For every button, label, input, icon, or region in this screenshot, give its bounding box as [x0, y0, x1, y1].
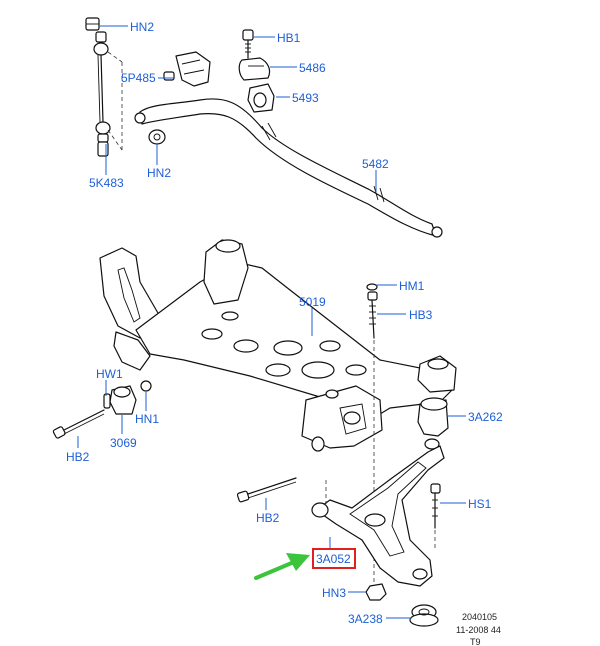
bolt-hs1-drawing	[430, 483, 441, 548]
lower-arm-drawing	[311, 445, 445, 587]
label-5k483: 5K483	[89, 176, 124, 190]
label-hn3: HN3	[322, 586, 346, 600]
bolt-hb2-left-drawing	[52, 409, 105, 439]
label-3a052: 3A052	[316, 552, 351, 566]
label-5p485: 5P485	[121, 71, 156, 85]
label-hn1: HN1	[135, 412, 159, 426]
label-5493: 5493	[292, 91, 319, 105]
ball-joint-boot-drawing	[409, 604, 439, 627]
label-hn2-top: HN2	[130, 20, 154, 34]
footer-sheet: T9	[470, 637, 481, 646]
stabilizer-bar-drawing	[134, 98, 443, 238]
label-hb3: HB3	[409, 308, 433, 322]
bolt-hb3-drawing	[366, 283, 378, 590]
footer-date: 11-2008 44	[456, 625, 501, 635]
label-3069: 3069	[110, 436, 137, 450]
label-5486: 5486	[299, 61, 326, 75]
bolt-hb2-mid-drawing	[236, 477, 297, 503]
stabilizer-link-drawing	[85, 17, 123, 157]
subframe-drawing	[99, 239, 457, 452]
leader-lines	[77, 25, 466, 619]
label-hb1: HB1	[277, 31, 301, 45]
pointer-arrow	[254, 553, 310, 580]
label-5482: 5482	[362, 157, 389, 171]
bushing-bracket-drawing	[238, 57, 271, 81]
label-3a262: 3A262	[468, 410, 503, 424]
bushing-clamp-drawing	[163, 51, 211, 87]
nut-hn3-drawing	[365, 583, 387, 601]
label-hb2-mid: HB2	[256, 511, 280, 525]
label-hn2-mid: HN2	[147, 166, 171, 180]
bolt-hb1-drawing	[242, 29, 254, 59]
label-hm1: HM1	[399, 279, 425, 293]
footer-code: 2040105	[462, 612, 497, 622]
subframe-bushing-drawing	[417, 397, 449, 450]
nut-hn2-drawing	[148, 129, 166, 145]
label-hs1: HS1	[468, 497, 492, 511]
label-hw1: HW1	[96, 367, 123, 381]
highlight-box	[312, 548, 356, 569]
label-5019: 5019	[299, 295, 326, 309]
label-hb2-left: HB2	[66, 450, 90, 464]
bushing-3069-drawing	[103, 380, 152, 415]
label-3a238: 3A238	[348, 612, 383, 626]
bushing-drawing	[247, 83, 275, 113]
